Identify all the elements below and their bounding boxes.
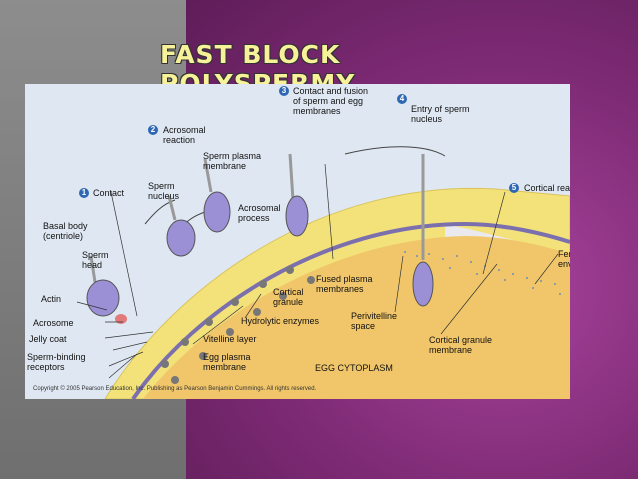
acrosome-label: Acrosome <box>33 318 74 328</box>
cortical-granule-label: Cortical granule <box>273 287 304 307</box>
step-2-label: Acrosomal reaction <box>163 125 206 145</box>
sperm-head-label: Sperm head <box>82 250 109 270</box>
diagram-panel: 1 Contact 2 Acrosomal reaction 3 Contact… <box>25 84 570 399</box>
sperm-2 <box>166 195 196 257</box>
sperm-4 <box>285 153 309 237</box>
copyright-text: Copyright © 2005 Pearson Education, Inc.… <box>33 386 317 392</box>
egg-cytoplasm-region <box>143 236 570 399</box>
step-1-badge: 1 <box>79 188 89 198</box>
step-4-badge: 4 <box>397 94 407 104</box>
sperm-plasma-label: Sperm plasma membrane <box>203 151 262 171</box>
diagram-illustration <box>76 146 570 399</box>
actin-label: Actin <box>41 294 62 304</box>
step-3-badge: 3 <box>279 86 289 96</box>
sperm-binding-label: Sperm-binding receptors <box>27 352 86 372</box>
fused-plasma-label: Fused plasma membranes <box>316 274 373 294</box>
step-1-label: Contact <box>93 188 125 198</box>
step-2-badge: 2 <box>148 125 158 135</box>
basal-body-label: Basal body (centriole) <box>43 221 88 241</box>
leader-lines <box>76 163 559 379</box>
vitelline-layer-label: Vitelline layer <box>203 334 257 344</box>
hydrolytic-enzymes-label: Hydrolytic enzymes <box>241 316 320 326</box>
sperm-3 <box>203 158 231 233</box>
step-4-label: Entry of sperm nucleus <box>411 104 470 124</box>
step-5-label: Cortical reaction <box>524 183 570 193</box>
step-5-badge: 5 <box>509 183 519 193</box>
sperm-5 <box>412 154 434 307</box>
acrosomal-process-label: Acrosomal process <box>238 203 281 223</box>
egg-plasma-label: Egg plasma membrane <box>203 352 251 372</box>
cortical-granules <box>161 266 315 384</box>
perivitelline-stipple <box>404 251 561 295</box>
perivitelline-label: Perivitelline space <box>351 311 398 331</box>
vitelline-layer-line <box>131 221 570 399</box>
jelly-coat-label: Jelly coat <box>29 334 67 344</box>
egg-cytoplasm-label: EGG CYTOPLASM <box>315 363 393 373</box>
fertilization-envelope-label: Fertilization envelope <box>558 249 570 269</box>
sperm-nucleus-label: Sperm nucleus <box>148 181 180 201</box>
cortical-granule-membrane-label: Cortical granule membrane <box>429 335 493 355</box>
step-3-label: Contact and fusion of sperm and egg memb… <box>293 86 369 116</box>
